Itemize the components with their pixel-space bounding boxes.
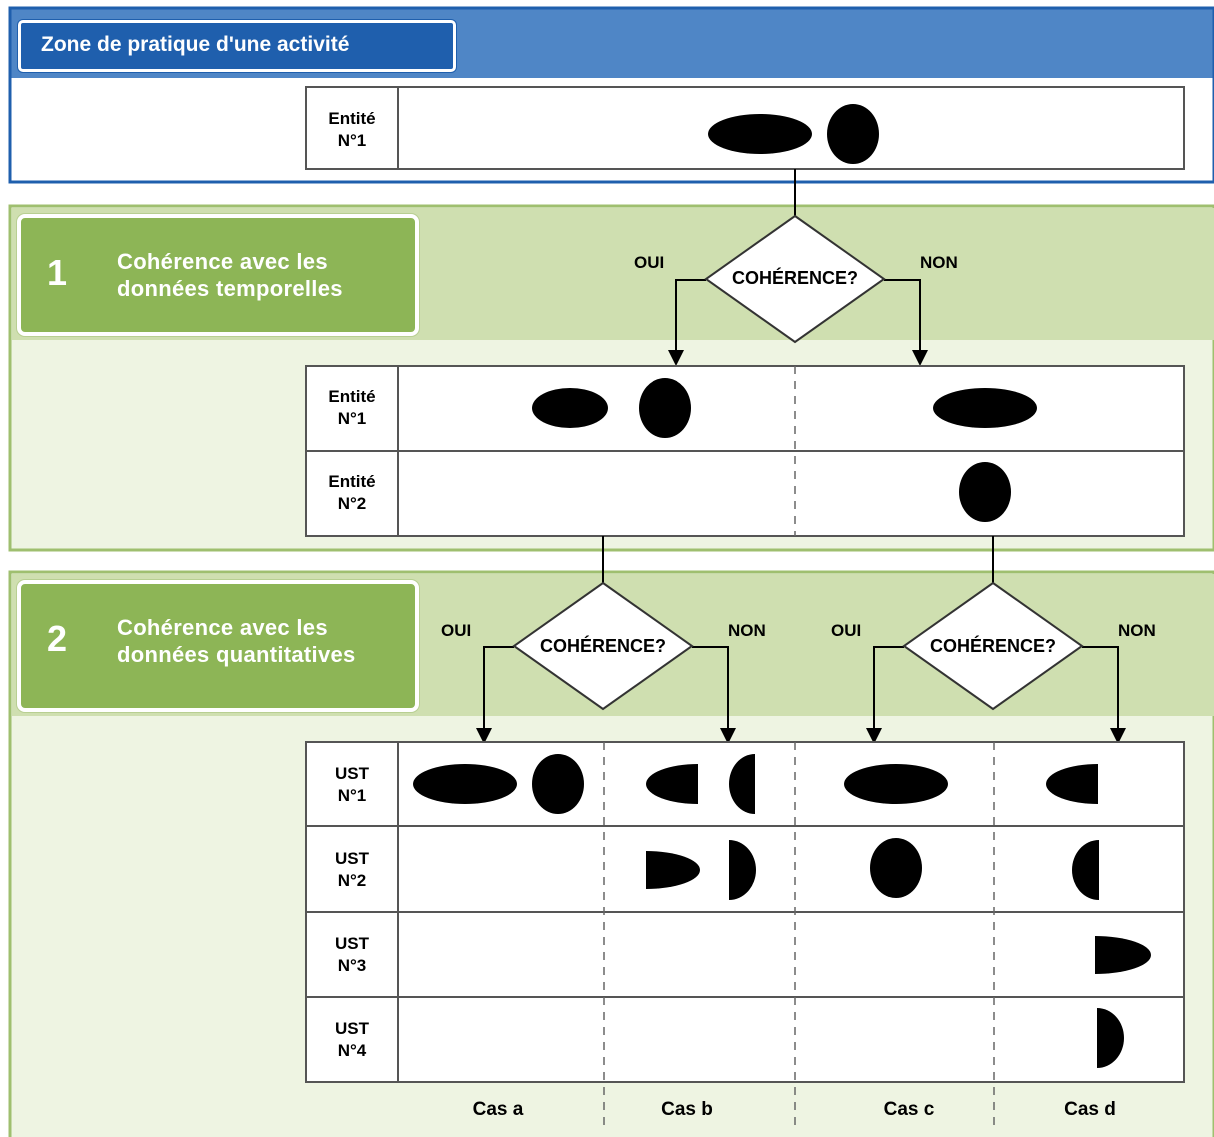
- decision1-yes-label: OUI: [634, 253, 665, 272]
- section1-table: [305, 365, 1185, 537]
- top-table-shapes: [708, 104, 879, 164]
- row-label-line2: N°1: [337, 409, 367, 428]
- section1-title: Cohérence avec les données temporelles: [117, 248, 343, 302]
- row-label-line2: N°1: [337, 786, 367, 805]
- decision1-diamond: [704, 214, 886, 344]
- cas-d-left-half-horizontal: [1046, 764, 1098, 804]
- cas-c-vertical-ellipse: [870, 838, 922, 898]
- row-label-line2: N°2: [337, 494, 367, 513]
- row-label-line2: N°1: [337, 131, 367, 150]
- section2-row-label-2: UST N°2: [306, 848, 398, 892]
- section1-title-line2: données temporelles: [117, 276, 343, 301]
- row-label-line2: N°3: [337, 956, 367, 975]
- decision2-left-label: COHÉRENCE?: [539, 636, 666, 656]
- row-label-line1: UST: [335, 1019, 369, 1038]
- row-label-line1: UST: [335, 764, 369, 783]
- cas-d-left-half-vertical: [1072, 840, 1099, 900]
- case-label-d: Cas d: [1064, 1099, 1116, 1120]
- decision2-right-yes-label: OUI: [831, 621, 862, 640]
- decision2-left-yes-label: OUI: [441, 621, 472, 640]
- cas-d-right-half-horizontal: [1095, 936, 1151, 974]
- connectors-2: [483, 536, 1119, 734]
- case-label-c: Cas c: [883, 1099, 935, 1120]
- decision1-label: COHÉRENCE?: [731, 268, 858, 288]
- section1-number: 1: [47, 252, 68, 293]
- zone-title-box: Zone de pratique d'une activité: [18, 20, 456, 72]
- section1-row-label-2: Entité N°2: [306, 471, 398, 515]
- row-label-line1: Entité: [328, 109, 376, 128]
- case-label-a: Cas a: [472, 1099, 524, 1120]
- connectors-1: [675, 169, 921, 358]
- zone-title: Zone de pratique d'une activité: [41, 33, 350, 56]
- decision2-left-diamond: [512, 581, 694, 711]
- section2-number: 2: [47, 618, 68, 659]
- case-label-b: Cas b: [661, 1099, 713, 1120]
- row-label-line1: Entité: [328, 472, 376, 491]
- section1-row-label-1: Entité N°1: [306, 386, 398, 430]
- cas-a-horizontal-ellipse: [413, 764, 517, 804]
- cas-d-right-half-vertical: [1097, 1008, 1124, 1068]
- section2-row-label-4: UST N°4: [306, 1018, 398, 1062]
- decision2-right-label: COHÉRENCE?: [929, 636, 1056, 656]
- top-row-label: Entité N°1: [306, 108, 398, 152]
- section2-shapes: [413, 754, 1151, 1068]
- cas-b-right-half-horizontal: [646, 851, 700, 889]
- s1-oui-horizontal-ellipse: [532, 388, 608, 428]
- section1-title-line1: Cohérence avec les: [117, 249, 328, 274]
- row-label-line1: Entité: [328, 387, 376, 406]
- arrowheads-2: [476, 728, 1126, 744]
- decision2-right-no-label: NON: [1118, 621, 1156, 640]
- decision2-left-no-label: NON: [728, 621, 766, 640]
- row-label-line1: UST: [335, 934, 369, 953]
- cas-a-vertical-ellipse: [532, 754, 584, 814]
- decision2-right-diamond: [902, 581, 1084, 711]
- section2-row-label-1: UST N°1: [306, 763, 398, 807]
- section2-title: Cohérence avec les données quantitatives: [117, 614, 356, 668]
- arrowheads-1: [668, 350, 928, 366]
- section2-title-box: 2 Cohérence avec les données quantitativ…: [17, 580, 419, 712]
- row-label-line2: N°2: [337, 871, 367, 890]
- s1-oui-vertical-ellipse: [639, 378, 691, 438]
- top-table: [305, 86, 1185, 170]
- zone-outline: [8, 6, 1214, 184]
- section2-row-label-3: UST N°3: [306, 933, 398, 977]
- entity1-vertical-ellipse: [827, 104, 879, 164]
- decision1-no-label: NON: [920, 253, 958, 272]
- row-label-line1: UST: [335, 849, 369, 868]
- cas-b-left-half-horizontal: [646, 764, 698, 804]
- section1-shapes: [532, 378, 1037, 522]
- section2-title-line1: Cohérence avec les: [117, 615, 328, 640]
- cas-b-right-half-vertical: [729, 840, 756, 900]
- cas-b-left-half-vertical: [729, 754, 755, 814]
- entity1-horizontal-ellipse: [708, 114, 812, 154]
- section1-title-box: 1 Cohérence avec les données temporelles: [17, 214, 419, 336]
- s1-non-horizontal-ellipse: [933, 388, 1037, 428]
- cas-c-horizontal-ellipse: [844, 764, 948, 804]
- section2-dashed-dividers: [603, 742, 995, 1132]
- s1-non-vertical-ellipse: [959, 462, 1011, 522]
- row-label-line2: N°4: [337, 1041, 367, 1060]
- section2-title-line2: données quantitatives: [117, 642, 356, 667]
